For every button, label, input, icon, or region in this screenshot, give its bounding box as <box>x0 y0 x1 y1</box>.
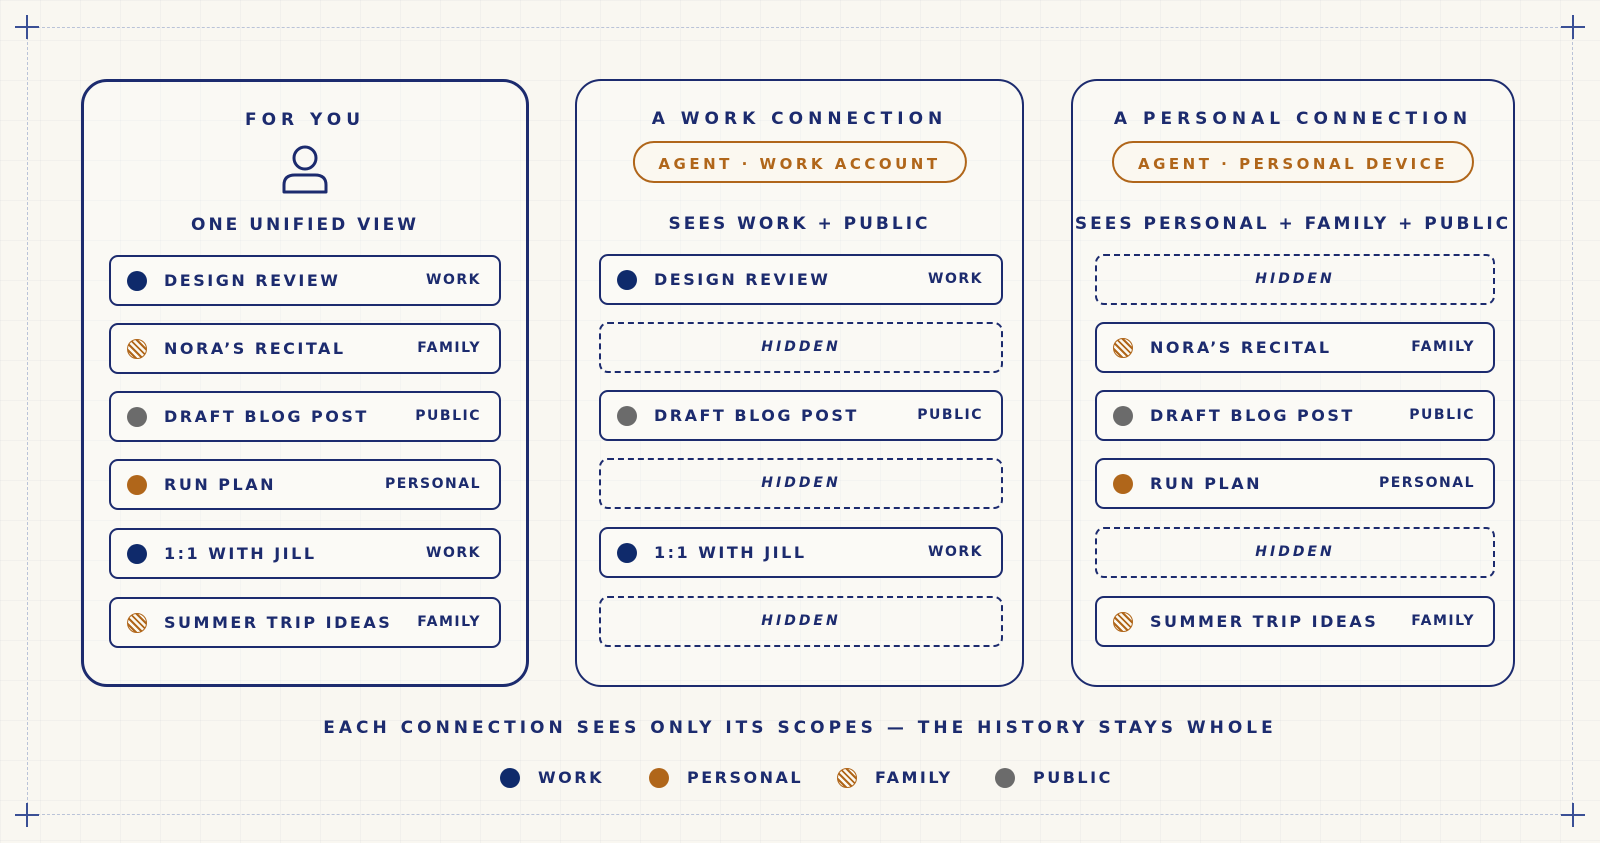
hidden-row: HIDDEN <box>599 458 1003 509</box>
scope-tag: WORK <box>928 271 983 287</box>
crosshair-mark <box>1561 15 1585 39</box>
scope-tag: PERSONAL <box>384 476 481 492</box>
dashed-frame <box>27 27 1573 815</box>
item-label: DRAFT BLOG POST <box>164 407 369 426</box>
list-item: DRAFT BLOG POST PUBLIC <box>109 391 501 442</box>
family-dot-icon <box>1113 612 1133 632</box>
hidden-row: HIDDEN <box>599 322 1003 373</box>
panel-subtitle: SEES WORK + PUBLIC <box>668 214 931 234</box>
public-dot-icon <box>1113 406 1133 426</box>
family-dot-icon <box>127 613 147 633</box>
crosshair-mark <box>1561 803 1585 827</box>
panel-personal-connection: A PERSONAL CONNECTION AGENT · PERSONAL D… <box>1071 79 1515 687</box>
public-dot-icon <box>617 406 637 426</box>
crosshair-mark <box>15 803 39 827</box>
public-dot-icon <box>127 407 147 427</box>
scope-tag: WORK <box>426 272 481 288</box>
hidden-label: HIDDEN <box>1255 544 1335 560</box>
scope-tag: FAMILY <box>1411 339 1475 355</box>
personal-dot-icon <box>127 475 147 495</box>
list-item: NORA’S RECITAL FAMILY <box>109 323 501 374</box>
family-dot-icon <box>837 768 857 788</box>
panel-work-connection: A WORK CONNECTION AGENT · WORK ACCOUNT S… <box>575 79 1024 687</box>
agent-badge: AGENT · WORK ACCOUNT <box>632 141 967 183</box>
item-label: 1:1 WITH JILL <box>654 543 807 562</box>
legend-label: FAMILY <box>875 768 953 787</box>
family-dot-icon <box>127 339 147 359</box>
scope-tag: WORK <box>928 544 983 560</box>
legend-label: PERSONAL <box>687 768 804 787</box>
item-label: NORA’S RECITAL <box>164 339 346 358</box>
legend-label: PUBLIC <box>1033 768 1113 787</box>
item-label: RUN PLAN <box>164 475 276 494</box>
list-item: DESIGN REVIEW WORK <box>109 255 501 306</box>
list-item: DRAFT BLOG POST PUBLIC <box>1095 390 1495 441</box>
scope-tag: PUBLIC <box>1409 407 1475 423</box>
list-item: 1:1 WITH JILL WORK <box>109 528 501 579</box>
person-icon <box>282 145 328 194</box>
item-label: 1:1 WITH JILL <box>164 544 317 563</box>
item-label: RUN PLAN <box>1150 474 1262 493</box>
list-item: NORA’S RECITAL FAMILY <box>1095 322 1495 373</box>
hidden-row: HIDDEN <box>1095 254 1495 305</box>
list-item: SUMMER TRIP IDEAS FAMILY <box>1095 596 1495 647</box>
list-item: SUMMER TRIP IDEAS FAMILY <box>109 597 501 648</box>
list-item: 1:1 WITH JILL WORK <box>599 527 1003 578</box>
hidden-label: HIDDEN <box>761 475 841 491</box>
hidden-row: HIDDEN <box>599 596 1003 647</box>
personal-dot-icon <box>649 768 669 788</box>
item-label: DESIGN REVIEW <box>654 270 831 289</box>
work-dot-icon <box>617 543 637 563</box>
item-label: SUMMER TRIP IDEAS <box>1150 612 1379 631</box>
work-dot-icon <box>127 544 147 564</box>
legend-label: WORK <box>538 768 604 787</box>
panel-title: A WORK CONNECTION <box>651 109 948 129</box>
scope-tag: FAMILY <box>1411 613 1475 629</box>
item-label: SUMMER TRIP IDEAS <box>164 613 393 632</box>
hidden-label: HIDDEN <box>761 339 841 355</box>
work-dot-icon <box>127 271 147 291</box>
panel-for-you: FOR YOU ONE UNIFIED VIEW DESIGN REVIEW WO… <box>81 79 529 687</box>
scope-tag: FAMILY <box>417 340 481 356</box>
scope-tag: PUBLIC <box>917 407 983 423</box>
hidden-label: HIDDEN <box>1255 271 1335 287</box>
panel-subtitle: SEES PERSONAL + FAMILY + PUBLIC <box>1074 214 1512 234</box>
item-label: DESIGN REVIEW <box>164 271 341 290</box>
hidden-label: HIDDEN <box>761 613 841 629</box>
public-dot-icon <box>995 768 1015 788</box>
hidden-row: HIDDEN <box>1095 527 1495 578</box>
scope-tag: PUBLIC <box>415 408 481 424</box>
agent-badge: AGENT · PERSONAL DEVICE <box>1111 141 1475 183</box>
work-dot-icon <box>500 768 520 788</box>
panel-title: FOR YOU <box>244 110 366 130</box>
work-dot-icon <box>617 270 637 290</box>
list-item: RUN PLAN PERSONAL <box>1095 458 1495 509</box>
family-dot-icon <box>1113 338 1133 358</box>
list-item: DRAFT BLOG POST PUBLIC <box>599 390 1003 441</box>
panel-subtitle: ONE UNIFIED VIEW <box>191 215 419 235</box>
scope-tag: WORK <box>426 545 481 561</box>
personal-dot-icon <box>1113 474 1133 494</box>
caption: EACH CONNECTION SEES ONLY ITS SCOPES — T… <box>323 718 1277 738</box>
panel-title: A PERSONAL CONNECTION <box>1113 109 1473 129</box>
scope-tag: FAMILY <box>417 614 481 630</box>
item-label: DRAFT BLOG POST <box>1150 406 1355 425</box>
list-item: DESIGN REVIEW WORK <box>599 254 1003 305</box>
crosshair-mark <box>15 15 39 39</box>
item-label: NORA’S RECITAL <box>1150 338 1332 357</box>
scope-tag: PERSONAL <box>1378 475 1475 491</box>
list-item: RUN PLAN PERSONAL <box>109 459 501 510</box>
item-label: DRAFT BLOG POST <box>654 406 859 425</box>
